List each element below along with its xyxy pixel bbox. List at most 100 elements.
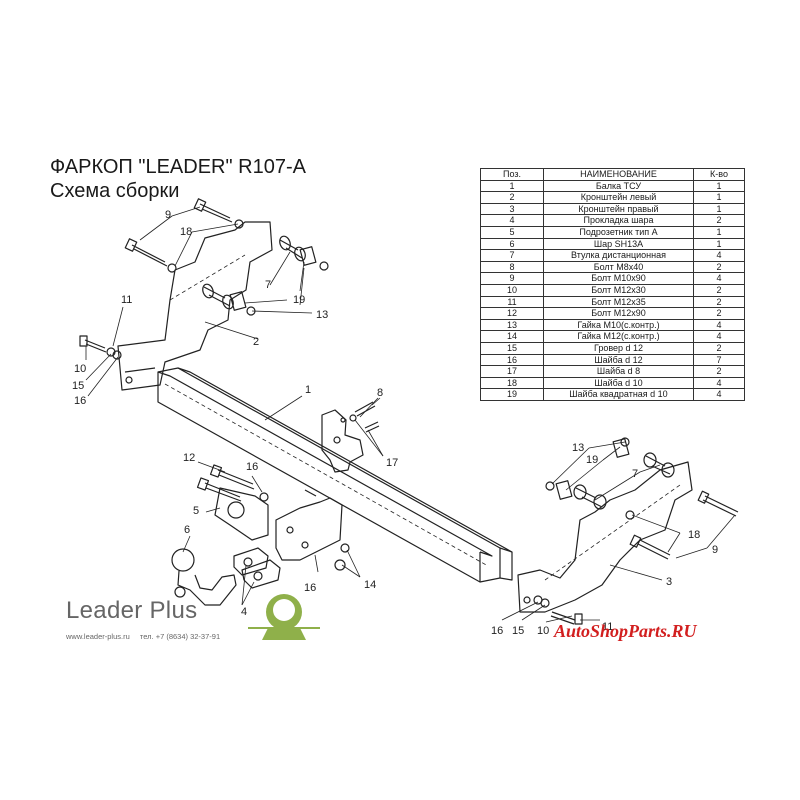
callout-15: 15	[72, 380, 84, 392]
callout-19: 19	[293, 294, 305, 306]
pos-cell: 12	[480, 307, 544, 320]
callout-18: 18	[180, 226, 192, 238]
title-line-1: ФАРКОП "LEADER" R107-A	[50, 156, 306, 178]
nut-13a	[319, 261, 329, 271]
callout-15: 15	[512, 625, 524, 637]
name-cell: Болт М12х30	[543, 283, 694, 297]
watermark: AutoShopParts.RU	[554, 621, 697, 641]
name-cell: Шайба d 8	[543, 365, 694, 378]
name-cell: Гайка М12(с.контр.)	[543, 330, 694, 343]
name-cell: Болт М8х40	[543, 260, 694, 274]
callout-16: 16	[246, 461, 258, 473]
qty-cell: 4	[693, 318, 745, 332]
left-bracket	[117, 221, 273, 391]
square-washer-19a	[299, 246, 317, 266]
callout-3: 3	[666, 576, 672, 588]
qty-cell: 4	[693, 272, 745, 285]
callout-17: 17	[386, 457, 398, 469]
callout-13: 13	[572, 442, 584, 454]
square-washer-19b	[229, 291, 247, 311]
name-cell: Болт М10х90	[543, 272, 694, 285]
callout-8: 8	[377, 387, 383, 399]
callout-2: 2	[253, 336, 259, 348]
pos-cell: 14	[480, 330, 544, 343]
brand-site[interactable]: www.leader-plus.ru	[66, 632, 130, 641]
name-cell: Кронштейн левый	[543, 191, 694, 204]
leader-lines	[85, 206, 736, 623]
callout-11: 11	[602, 621, 613, 633]
pos-cell: 18	[480, 376, 544, 390]
qty-cell: 2	[693, 295, 745, 309]
qty-cell: 2	[693, 283, 745, 297]
tow-ball-6	[171, 548, 237, 606]
qty-cell: 2	[693, 260, 745, 274]
qty-cell: 1	[693, 202, 745, 216]
mount-bracket	[275, 489, 343, 561]
qty-cell: 1	[693, 191, 745, 204]
name-cell: Гайка М10(с.контр.)	[543, 318, 694, 332]
socket-plate-5	[196, 464, 269, 541]
name-cell: Прокладка шара	[543, 214, 694, 227]
qty-cell: 7	[693, 353, 745, 367]
right-bracket	[517, 461, 693, 613]
pos-cell: 16	[480, 353, 544, 367]
pos-cell: 19	[480, 388, 544, 401]
pos-cell: 3	[480, 202, 544, 216]
pos-cell: 15	[480, 341, 544, 355]
col-qty: К-во	[693, 168, 745, 181]
name-cell: Кронштейн правый	[543, 202, 694, 216]
callout-11: 11	[121, 294, 132, 306]
callout-5: 5	[193, 505, 199, 517]
callout-9: 9	[712, 544, 718, 556]
pos-cell: 7	[480, 249, 544, 262]
callout-9: 9	[165, 209, 171, 221]
col-name: НАИМЕНОВАНИЕ	[543, 168, 694, 181]
qty-cell: 4	[693, 388, 745, 401]
qty-cell: 2	[693, 307, 745, 320]
pos-cell: 2	[480, 191, 544, 204]
bolt-9-top	[124, 198, 233, 267]
callout-16: 16	[304, 582, 316, 594]
callout-7: 7	[265, 279, 271, 291]
name-cell: Болт М12х35	[543, 295, 694, 309]
callout-4: 4	[241, 606, 247, 618]
callout-18: 18	[688, 529, 700, 541]
bolt-10-left	[79, 335, 122, 360]
name-cell: Шайба d 10	[543, 376, 694, 390]
pos-cell: 1	[480, 179, 544, 193]
name-cell: Втулка дистанционная	[543, 249, 694, 262]
callout-7: 7	[632, 468, 638, 480]
qty-cell: 1	[693, 179, 745, 193]
callout-16: 16	[74, 395, 86, 407]
callout-6: 6	[184, 524, 190, 536]
title-line-2: Схема сборки	[50, 180, 180, 202]
leader-plus-logo	[248, 594, 320, 640]
qty-cell: 1	[693, 225, 745, 239]
tow-beam	[157, 367, 513, 583]
name-cell: Шайба квадратная d 10	[543, 388, 694, 401]
right-hardware	[533, 437, 739, 625]
qty-cell: 4	[693, 376, 745, 390]
callout-1: 1	[305, 384, 311, 396]
pos-cell: 6	[480, 237, 544, 251]
pos-cell: 5	[480, 225, 544, 239]
pos-cell: 10	[480, 283, 544, 297]
name-cell: Балка ТСУ	[543, 179, 694, 193]
brand-phone: тел. +7 (8634) 32-37-91	[139, 632, 221, 641]
